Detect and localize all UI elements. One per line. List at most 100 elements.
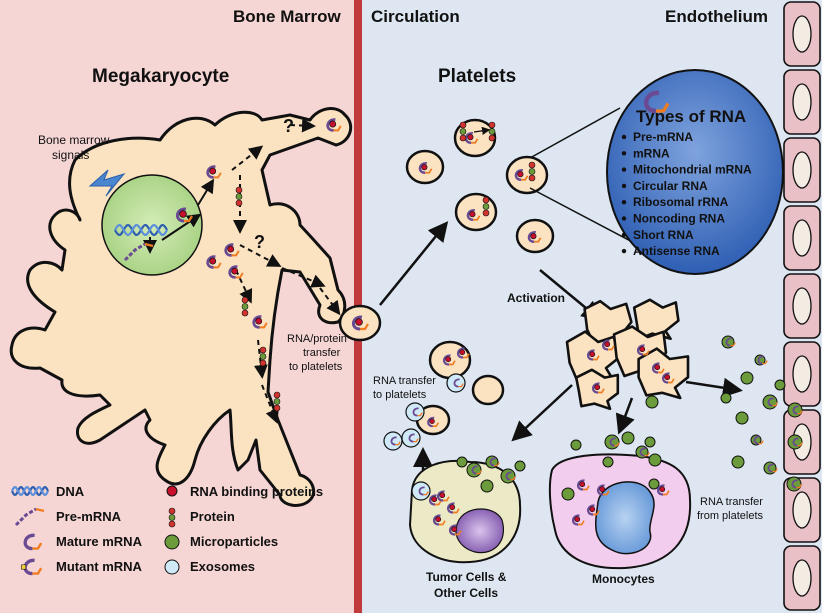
mrna-glyph [224, 243, 240, 257]
rna-protein-label-2: transfer [303, 347, 341, 359]
mrna-glyph [725, 337, 736, 347]
mrna-glyph [514, 169, 529, 181]
region-title-endothelium: Endothelium [665, 7, 768, 26]
mrna-glyph [791, 479, 802, 489]
bullet [621, 248, 627, 254]
mrna-strand [587, 504, 595, 516]
mrna-strand [326, 118, 336, 132]
mrna-strand [767, 463, 774, 473]
rna-binding-protein-icon [604, 341, 611, 348]
mrna-tail [797, 410, 803, 415]
mrna-tail [449, 360, 456, 366]
mrna-glyph [757, 355, 768, 365]
rna-type-item: Ribosomal rRNA [633, 195, 729, 209]
mrna-tail [435, 500, 442, 506]
mrna-strand [447, 502, 455, 514]
endothelial-cell [783, 273, 821, 339]
mrna-tail [439, 520, 446, 526]
mrna-glyph [352, 315, 369, 331]
tumor-label-2: Other Cells [434, 586, 498, 600]
rna-transfer-from-label-1: RNA transfer [700, 496, 763, 508]
protein-bead [488, 134, 496, 142]
mrna-strand [489, 457, 496, 467]
protein-bead [528, 174, 536, 182]
mrna-tail [213, 262, 222, 269]
protein-bead [168, 507, 176, 515]
rna-binding-protein-icon [355, 318, 363, 326]
mrna-strand [437, 490, 445, 502]
legend-label-exosomes: Exosomes [190, 559, 255, 574]
mrna-glyph [228, 265, 244, 279]
mrna-tail [598, 388, 605, 394]
mrna-strand [412, 407, 419, 417]
mrna-glyph [466, 209, 481, 221]
rna-binding-protein-icon [589, 506, 596, 513]
mrna-glyph [252, 315, 268, 329]
endothelial-nucleus [792, 15, 812, 53]
mrna-strand [206, 165, 216, 179]
mrna-strand [23, 533, 35, 551]
mrna-glyph [429, 494, 442, 506]
rna-binding-protein-icon [255, 317, 263, 325]
mrna-glyph [21, 558, 43, 576]
rna-transfer-to-label-2: to platelets [373, 389, 427, 401]
protein-bead [528, 161, 536, 169]
mrna-strand [176, 207, 187, 223]
mrna-glyph [652, 362, 665, 374]
microparticle [570, 439, 582, 451]
exosome [446, 373, 466, 393]
rna-binding-protein-icon [329, 120, 337, 128]
microparticle [787, 402, 803, 418]
endothelial-cells [783, 1, 821, 611]
mrna-tail [608, 345, 615, 351]
mrna-strand [792, 437, 799, 447]
mrna-tail [423, 491, 429, 496]
rna-binding-protein-icon [439, 492, 446, 499]
mrna-strand [587, 349, 595, 361]
platelet-arrow [473, 126, 491, 136]
mrna-strand [644, 90, 660, 114]
mrna-glyph [433, 514, 446, 526]
rna-binding-protein-icon [467, 134, 474, 141]
microparticle [762, 394, 778, 410]
dna-helix [114, 223, 168, 237]
rna-binding-protein-icon [530, 233, 537, 240]
protein-bead [528, 168, 536, 175]
protein-bead [241, 303, 249, 310]
protein-bead [168, 514, 176, 521]
rna-binding-protein-icon [574, 516, 581, 523]
microparticle [774, 379, 786, 391]
microparticle [720, 392, 732, 404]
legend-label-rna-binding-proteins: RNA binding proteins [190, 484, 323, 499]
mrna-glyph [176, 207, 193, 223]
protein-bead [241, 309, 249, 317]
mrna-glyph [767, 397, 778, 407]
mrna-tail [772, 468, 778, 473]
mrna-tail [583, 485, 590, 491]
mrna-glyph [326, 118, 342, 132]
microparticle [480, 479, 494, 493]
protein-bead [241, 296, 249, 304]
activated-platelet [637, 347, 690, 400]
microparticle [735, 411, 749, 425]
arrow-to-endothelium [685, 377, 743, 398]
mrna-glyph [412, 407, 423, 417]
protein-bead [273, 404, 281, 412]
mrna-strand [449, 524, 457, 536]
rna-binding-protein-icon [231, 267, 239, 275]
pre-mrna-glyph [14, 507, 45, 527]
mrna-strand [418, 486, 425, 496]
mrna-strand [757, 355, 764, 365]
mrna-tail [578, 520, 585, 526]
rna-binding-protein-icon [429, 418, 435, 424]
rna-binding-protein-icon [594, 384, 601, 391]
mrna-glyph [418, 162, 433, 174]
mrna-glyph [23, 533, 43, 551]
mrna-strand [418, 162, 427, 174]
protein-bead [488, 121, 496, 129]
microparticle [500, 468, 516, 484]
rna-types-oval [606, 69, 784, 275]
mrna-tail [471, 138, 479, 144]
protein-bead [235, 199, 243, 207]
